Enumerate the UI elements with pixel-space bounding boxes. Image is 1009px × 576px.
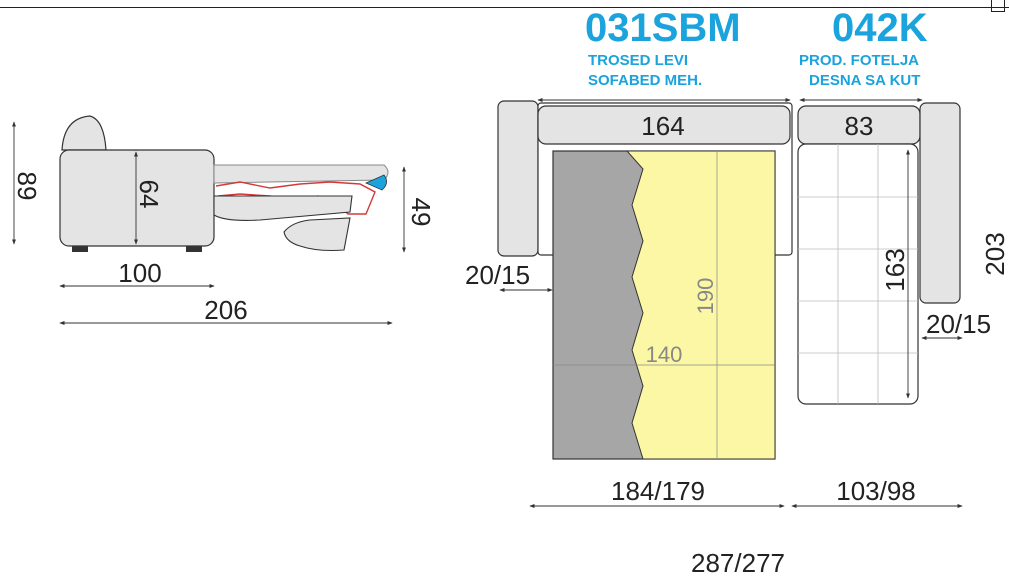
- dim-bed-length: 190: [693, 278, 718, 315]
- side-foot-left: [72, 246, 88, 252]
- side-view: 89 64 49 100 206: [11, 115, 436, 326]
- side-seat-height: 64: [134, 180, 164, 209]
- dim-left-width: 184/179: [611, 476, 705, 506]
- side-foot-right: [186, 246, 202, 252]
- side-open-depth: 206: [204, 295, 247, 325]
- product-desc-right-1: PROD. FOTELJA: [799, 52, 920, 69]
- product-desc-left-1: TROSED LEVI: [588, 52, 689, 69]
- side-bed-height: 49: [406, 198, 436, 227]
- top-view: 164 190 140 20/15 83 163 20/1: [465, 97, 1009, 576]
- dim-armrest-right: 20/15: [926, 309, 991, 339]
- dim-left-back-width: 164: [641, 111, 684, 141]
- side-folding-leg: [283, 217, 351, 252]
- right-armrest: [919, 102, 961, 304]
- product-code-left: 031SBM: [585, 6, 741, 50]
- dim-chaise-length: 163: [880, 248, 910, 291]
- chaise-grid: [798, 144, 918, 404]
- side-lower-tray: [213, 195, 353, 221]
- side-height-total: 89: [12, 172, 42, 201]
- side-open-mattress: [213, 164, 389, 184]
- dim-right-back-width: 83: [845, 111, 874, 141]
- left-armrest: [497, 100, 539, 257]
- corner-box: [991, 0, 1005, 12]
- sofa-back-cushion: [537, 105, 791, 145]
- dim-armrest-left: 20/15: [465, 260, 530, 290]
- side-backrest: [61, 115, 107, 151]
- dim-chaise-depth: 203: [980, 232, 1009, 275]
- product-code-right: 042K: [832, 6, 928, 50]
- dim-bed-width: 140: [646, 342, 683, 367]
- side-depth: 100: [118, 258, 161, 288]
- product-desc-right-2: DESNA SA KUT: [809, 72, 921, 89]
- dim-total-width: 287/277: [691, 548, 785, 576]
- dim-right-width: 103/98: [836, 476, 916, 506]
- bed-mattress-yellow: [625, 150, 776, 460]
- top-border-line: [0, 7, 1009, 8]
- side-mechanism-accent: [365, 174, 387, 191]
- chaise-seat: [797, 143, 919, 405]
- product-desc-left-2: SOFABED MEH.: [588, 72, 703, 89]
